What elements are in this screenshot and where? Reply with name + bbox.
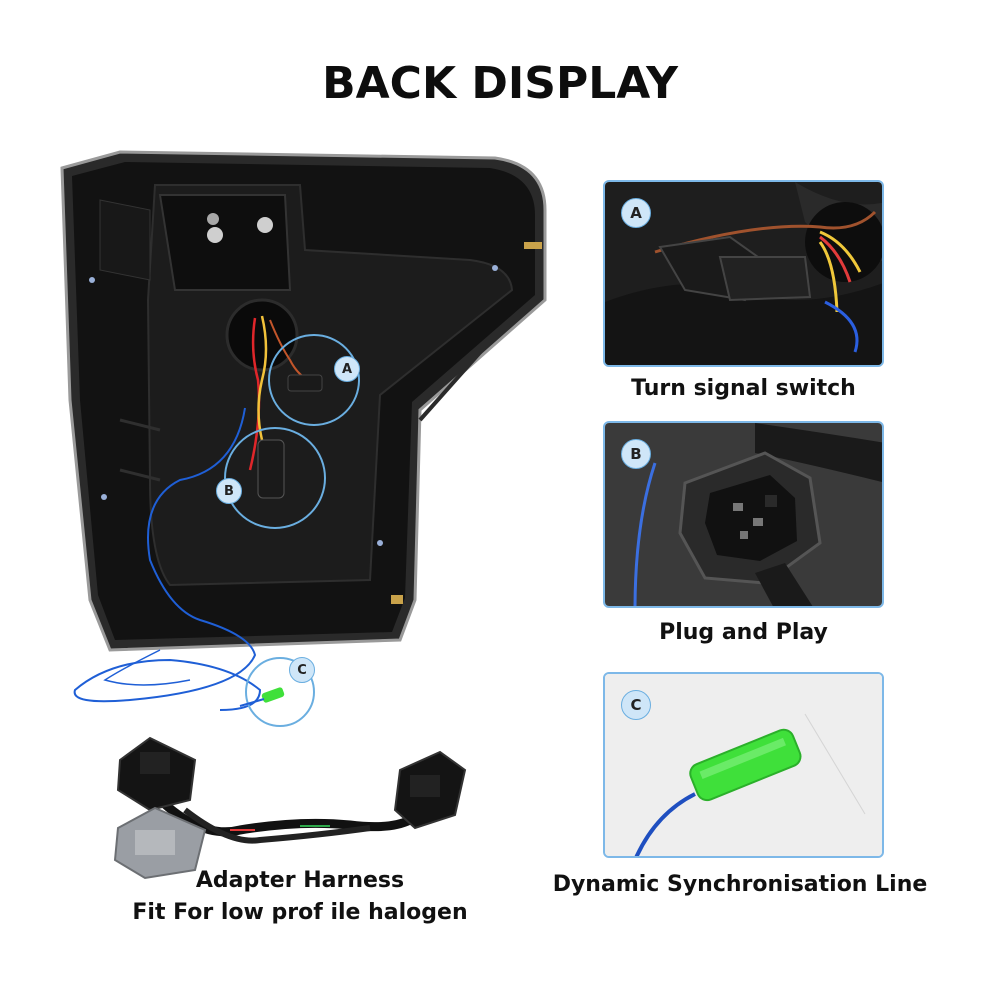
turn-signal-caption: Turn signal switch	[631, 376, 856, 401]
callout-b-badge: B	[216, 478, 242, 504]
callout-c-badge: C	[289, 657, 315, 683]
harness-caption-line1: Adapter Harness	[195, 868, 405, 893]
turn-signal-closeup: A	[603, 180, 884, 367]
plug-closeup: B	[603, 421, 884, 608]
sync-line-closeup: C	[603, 672, 884, 858]
callout-b-thumb-badge: B	[621, 439, 651, 469]
callout-c-thumb-badge: C	[621, 690, 651, 720]
harness-caption-line2: Fit For low prof ile halogen	[132, 900, 468, 925]
page-title: BACK DISPLAY	[322, 58, 678, 109]
callout-a-thumb-badge: A	[621, 198, 651, 228]
plug-caption: Plug and Play	[659, 620, 828, 645]
callout-a-badge: A	[334, 356, 360, 382]
sync-line-caption: Dynamic Synchronisation Line	[552, 872, 928, 897]
